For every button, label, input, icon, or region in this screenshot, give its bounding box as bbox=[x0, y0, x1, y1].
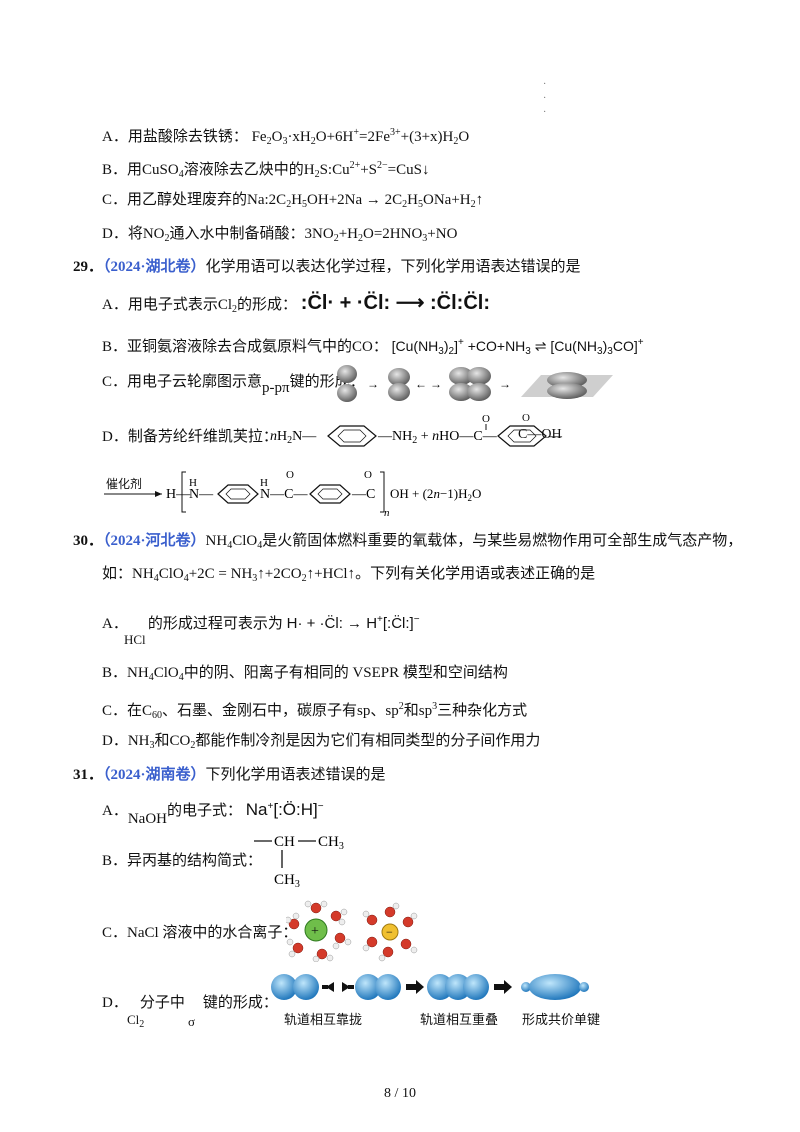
q28-option-b: B．用CuSO4溶液除去乙炔中的H2S:Cu2++S2−=CuS↓ bbox=[102, 160, 430, 180]
svg-text:—NH2 + nHO—C—: —NH2 + nHO—C— bbox=[377, 429, 498, 446]
q29-option-a: A．用电子式表示Cl2的形成： :C̈l· + ·C̈l: ⟶ :C̈l:C̈l… bbox=[102, 292, 490, 315]
svg-text:CH3: CH3 bbox=[318, 834, 344, 852]
q28-option-a: A．用盐酸除去铁锈： Fe2O3·xH2O+6H+=2Fe3++(3+x)H2O bbox=[102, 127, 470, 147]
svg-text:N—: N— bbox=[189, 487, 214, 502]
q30-option-d: D．NH3和CO2都能作制冷剂是因为它们有相同类型的分子间作用力 bbox=[102, 733, 541, 751]
svg-text:→: → bbox=[499, 377, 511, 391]
q29-option-d: D．制备芳纶纤维凯芙拉： bbox=[102, 429, 278, 445]
svg-text:n: n bbox=[384, 507, 390, 519]
orbital-label-overlap: 轨道相互重叠 bbox=[420, 1013, 499, 1028]
kevlar-acid-end: C—OH bbox=[518, 427, 562, 442]
orbital-label-bond: 形成共价单键 bbox=[522, 1013, 601, 1028]
q29-option-b: B．亚铜氨溶液除去合成氨原料气中的CO： [Cu(NH3)2]+ +CO+NH3… bbox=[102, 337, 644, 357]
sigma-bond-orbital-figure bbox=[271, 974, 589, 1000]
hydrated-ions-figure: + − bbox=[286, 900, 418, 962]
q31-option-a: A．NaOH的电子式： Na+[:Ö:H]− bbox=[102, 800, 324, 827]
q28-option-d: D．将NO2通入水中制备硝酸：3NO2+H2O=2HNO3+NO bbox=[102, 226, 458, 244]
q31-option-d: D．分子中键的形成： bbox=[102, 995, 278, 1011]
kevlar-acid-o: O bbox=[522, 412, 530, 424]
svg-text:—: — bbox=[547, 429, 563, 444]
page-number: 8 / 10 bbox=[384, 1086, 416, 1101]
isopropyl-structure: CH CH3 CH3 bbox=[254, 834, 344, 890]
q31-cl2-label: Cl2 bbox=[127, 1012, 145, 1030]
q31-option-b: B．异丙基的结构简式： bbox=[102, 853, 263, 869]
corner-dots: ··· bbox=[543, 79, 547, 118]
q30-option-c: C．在C60、石墨、金刚石中，碳原子有sp、sp2和sp3三种杂化方式 bbox=[102, 701, 528, 721]
svg-text:nH2N—: nH2N— bbox=[270, 429, 317, 446]
svg-text:CH3: CH3 bbox=[274, 872, 300, 890]
q30-hcl-label: HCl bbox=[124, 632, 146, 647]
svg-text:O: O bbox=[286, 469, 294, 481]
svg-text:CH: CH bbox=[274, 834, 295, 850]
svg-text:+: + bbox=[311, 924, 319, 939]
q31-sigma-label: σ bbox=[188, 1014, 196, 1029]
catalyst-label: 催化剂 bbox=[106, 477, 143, 491]
pp-pi-electron-cloud-figure: → ← → → bbox=[337, 365, 613, 402]
svg-text:→: → bbox=[367, 377, 379, 391]
svg-text:H: H bbox=[189, 477, 197, 489]
q30-equation: 如：NH4ClO4+2C = NH3↑+2CO2↑+HCl↑。下列有关化学用语或… bbox=[102, 566, 596, 584]
svg-text:H: H bbox=[260, 477, 268, 489]
q31-stem: 31．（2024·湖南卷）下列化学用语表述错误的是 bbox=[73, 767, 386, 783]
orbital-label-approach: 轨道相互靠拢 bbox=[284, 1013, 363, 1028]
kevlar-polymer-formula: H— H N— H N—C— O —C O n OH + (2n−1)H2O bbox=[104, 469, 481, 519]
svg-text:−: − bbox=[386, 925, 393, 939]
svg-text:H—: H— bbox=[166, 487, 191, 502]
svg-text:O: O bbox=[364, 469, 372, 481]
svg-text:O: O bbox=[482, 413, 490, 425]
q29-stem: 29．（2024·湖北卷）化学用语可以表达化学过程，下列化学用语表达错误的是 bbox=[73, 259, 581, 275]
q28-option-c: C．用乙醇处理废弃的Na:2C2H5OH+2Na → 2C2H5ONa+H2↑ bbox=[102, 192, 484, 210]
svg-text:—C: —C bbox=[351, 487, 375, 502]
svg-text:→: → bbox=[430, 377, 442, 391]
svg-text:←: ← bbox=[415, 377, 427, 391]
q30-option-b: B．NH4ClO4中的阴、阳离子有相同的 VSEPR 模型和空间结构 bbox=[102, 665, 508, 683]
svg-text:OH + (2n−1)H2O: OH + (2n−1)H2O bbox=[390, 486, 481, 503]
q31-option-c: C．NaCl 溶液中的水合离子： bbox=[102, 925, 298, 941]
q30-option-a: A．的形成过程可表示为 H· + ·C̈l: → H+[:C̈l:]− bbox=[102, 614, 420, 632]
q30-stem: 30．（2024·河北卷）NH4ClO4是火箭固体燃料重要的氧载体，与某些易燃物… bbox=[73, 533, 743, 551]
kevlar-monomers-formula: nH2N— —NH2 + nHO—C— O — bbox=[270, 413, 563, 447]
electron-dot-formula: :C̈l· + ·C̈l: ⟶ :C̈l:C̈l: bbox=[300, 292, 490, 314]
svg-text:N—C—: N—C— bbox=[260, 487, 308, 502]
